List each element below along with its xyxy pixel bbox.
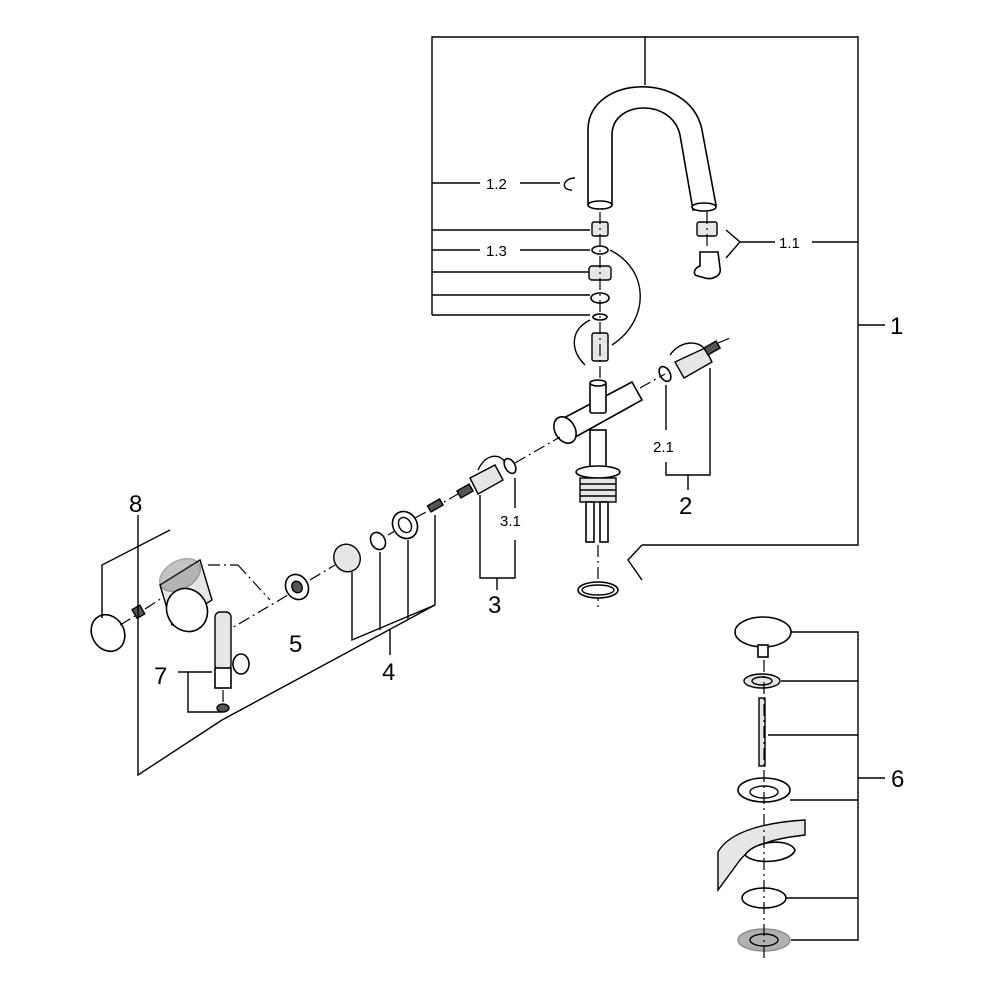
label-part-4: 4	[382, 659, 395, 686]
label-part-2-1: 2.1	[653, 439, 674, 456]
label-part-1-3: 1.3	[486, 243, 507, 260]
handle-parts-4	[219, 497, 445, 636]
base-gasket	[577, 581, 619, 599]
callout-3	[479, 478, 516, 590]
cartridge-part-3	[429, 436, 561, 511]
label-part-1: 1	[890, 313, 903, 340]
callout-8	[101, 515, 223, 777]
callout-4	[221, 515, 436, 721]
mixer-body	[553, 379, 644, 608]
clip-part-1-2	[563, 177, 576, 191]
label-part-1-2: 1.2	[486, 176, 507, 193]
drain-assembly-6	[717, 616, 806, 960]
label-part-6: 6	[891, 766, 904, 793]
label-part-1-1: 1.1	[779, 235, 800, 252]
label-part-8: 8	[129, 491, 142, 518]
callout-frame-1	[431, 36, 885, 581]
spout-small-parts	[563, 177, 641, 378]
callout-7	[178, 671, 222, 713]
label-part-5: 5	[289, 631, 302, 658]
handle-knob-8	[90, 557, 271, 653]
cartridge-part-2	[639, 337, 731, 389]
handle-lever-7	[214, 611, 250, 713]
callout-frame-6	[768, 631, 885, 941]
callout-2	[665, 368, 711, 490]
label-part-3: 3	[488, 592, 501, 619]
aerator-part-1-1	[693, 212, 722, 280]
label-part-2: 2	[679, 493, 692, 520]
spout	[587, 86, 717, 212]
label-part-7: 7	[154, 663, 167, 690]
label-part-3-1: 3.1	[500, 513, 521, 530]
